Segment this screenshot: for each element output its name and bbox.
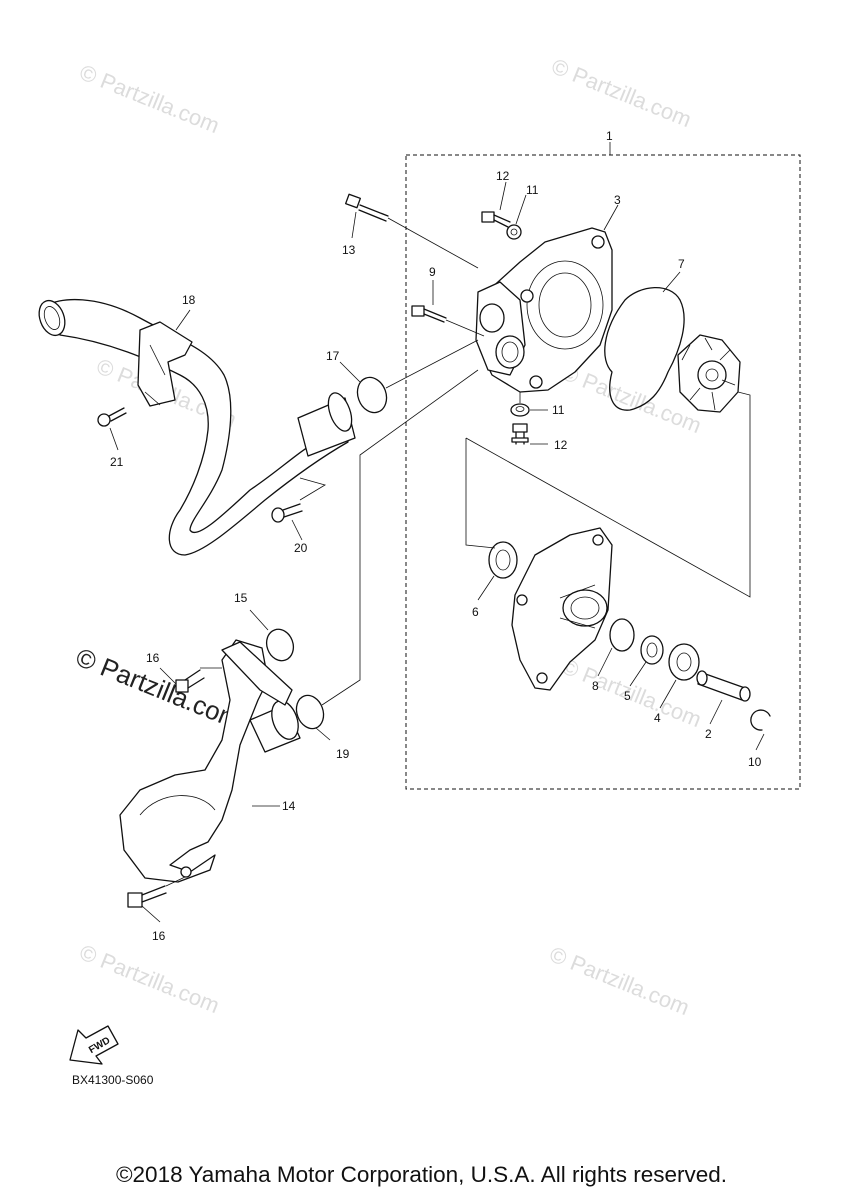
callout-7: 7 bbox=[678, 257, 685, 271]
bolt-20-part bbox=[271, 477, 327, 523]
oring-15-part bbox=[265, 628, 295, 662]
callout-6: 6 bbox=[472, 605, 479, 619]
lower-pipe-part bbox=[119, 639, 301, 883]
callout-13: 13 bbox=[342, 243, 356, 257]
callout-20: 20 bbox=[294, 541, 308, 555]
callout-5: 5 bbox=[624, 689, 631, 703]
upper-pipe-part bbox=[38, 298, 356, 556]
watermark-text: © Partzilla.com bbox=[548, 53, 695, 132]
bearing-4-part bbox=[668, 643, 700, 681]
bolt-12-bottom bbox=[511, 423, 529, 445]
watermark-text: © Partzilla.com bbox=[76, 59, 223, 138]
shaft-2-part bbox=[696, 670, 751, 702]
impeller-part bbox=[677, 334, 741, 413]
oring-8-part bbox=[609, 618, 635, 652]
callout-21: 21 bbox=[110, 455, 124, 469]
diagram-code: BX41300-S060 bbox=[72, 1073, 154, 1087]
bolt-16-top bbox=[175, 667, 222, 693]
callout-labels: 1 2 3 4 5 6 7 8 9 10 11 11 12 12 13 14 1… bbox=[110, 129, 762, 943]
callout-10: 10 bbox=[748, 755, 762, 769]
bolt-9-part bbox=[411, 305, 485, 337]
watermark-text: © Partzilla.com bbox=[76, 939, 223, 1018]
callout-15: 15 bbox=[234, 591, 248, 605]
pump-cover-part bbox=[475, 227, 613, 393]
callout-3: 3 bbox=[614, 193, 621, 207]
callout-12-top: 12 bbox=[496, 169, 510, 183]
gasket-part bbox=[604, 287, 685, 411]
washer-11-top bbox=[506, 224, 522, 240]
callout-16-top: 16 bbox=[146, 651, 160, 665]
callout-2: 2 bbox=[705, 727, 712, 741]
copyright-notice: ©2018 Yamaha Motor Corporation, U.S.A. A… bbox=[115, 1162, 728, 1187]
circlip-10-part bbox=[750, 709, 771, 731]
bolt-12-top bbox=[481, 211, 511, 228]
seal-6-part bbox=[488, 541, 518, 579]
callout-1: 1 bbox=[606, 129, 613, 143]
bearing-5-part bbox=[640, 635, 664, 665]
bolt-21-part bbox=[97, 407, 127, 427]
callout-4: 4 bbox=[654, 711, 661, 725]
leader-lines bbox=[109, 181, 765, 923]
callout-16-bottom: 16 bbox=[152, 929, 166, 943]
oring-19-part bbox=[295, 694, 325, 730]
pump-body-part bbox=[511, 527, 613, 691]
callout-8: 8 bbox=[592, 679, 599, 693]
bolt-16-bottom bbox=[127, 876, 186, 908]
callout-14: 14 bbox=[282, 799, 296, 813]
callout-11-bottom: 11 bbox=[552, 403, 565, 417]
oring-17-part bbox=[356, 376, 388, 414]
assembly-outline bbox=[405, 154, 801, 790]
callout-12-bottom: 12 bbox=[554, 438, 568, 452]
fwd-arrow-icon: FWD bbox=[69, 1025, 119, 1065]
watermark-text: © Partzilla.com bbox=[546, 941, 693, 1020]
callout-19: 19 bbox=[336, 747, 350, 761]
bolt-13-part bbox=[345, 193, 479, 269]
washer-11-bottom bbox=[510, 403, 530, 417]
callout-18: 18 bbox=[182, 293, 196, 307]
callout-17: 17 bbox=[326, 349, 340, 363]
callout-9: 9 bbox=[429, 265, 436, 279]
callout-11-top: 11 bbox=[526, 183, 539, 197]
